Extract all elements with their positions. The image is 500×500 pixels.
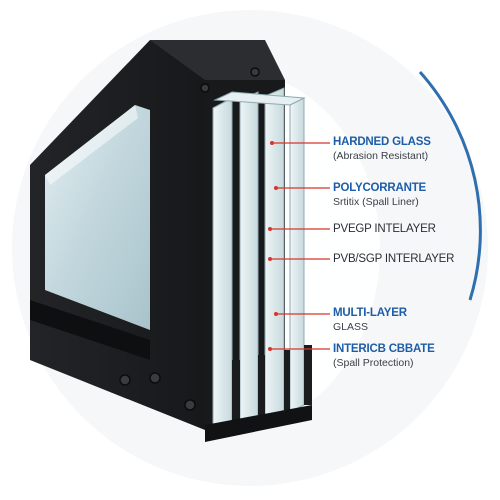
- label-subtitle: (Abrasion Resistant): [333, 150, 429, 162]
- bolt-icon: [184, 399, 196, 411]
- label-title: PVEGP INTELAYER: [333, 223, 436, 235]
- label-intericb-cbbate: INTERICB CBBATE (Spall Protection): [333, 343, 435, 370]
- label-title: HARDNED GLASS: [333, 136, 431, 148]
- label-subtitle: (Spall Protection): [333, 357, 414, 369]
- leader-dot: [268, 347, 272, 351]
- bolt-icon: [200, 83, 210, 93]
- leader-lines: [270, 142, 330, 350]
- leader-dots: [268, 141, 278, 351]
- label-pvegp-interlayer: PVEGP INTELAYER: [333, 223, 436, 236]
- label-hardened-glass: HARDNED GLASS (Abrasion Resistant): [333, 136, 431, 163]
- leader-dot: [270, 141, 274, 145]
- leader-dot: [274, 186, 278, 190]
- bolt-icon: [119, 374, 131, 386]
- blue-ring-arc: [418, 71, 482, 301]
- label-multi-layer-glass: MULTI-LAYER GLASS: [333, 307, 407, 334]
- bolt-icon: [149, 372, 161, 384]
- label-polycorrante: POLYCORRANTE Srtitix (Spall Liner): [333, 182, 426, 209]
- glass-layer-stack: [205, 87, 312, 442]
- label-title: MULTI-LAYER: [333, 307, 407, 319]
- label-title: INTERICB CBBATE: [333, 343, 435, 355]
- leader-dot: [268, 227, 272, 231]
- label-subtitle: Srtitix (Spall Liner): [333, 196, 419, 208]
- bolt-icon: [250, 67, 260, 77]
- label-pvb-sgp-interlayer: PVB/SGP INTERLAYER: [333, 253, 454, 266]
- leader-dot: [274, 312, 278, 316]
- label-subtitle: GLASS: [333, 321, 369, 333]
- label-title: POLYCORRANTE: [333, 182, 427, 194]
- leader-dot: [268, 257, 272, 261]
- label-title: PVB/SGP INTERLAYER: [333, 253, 455, 265]
